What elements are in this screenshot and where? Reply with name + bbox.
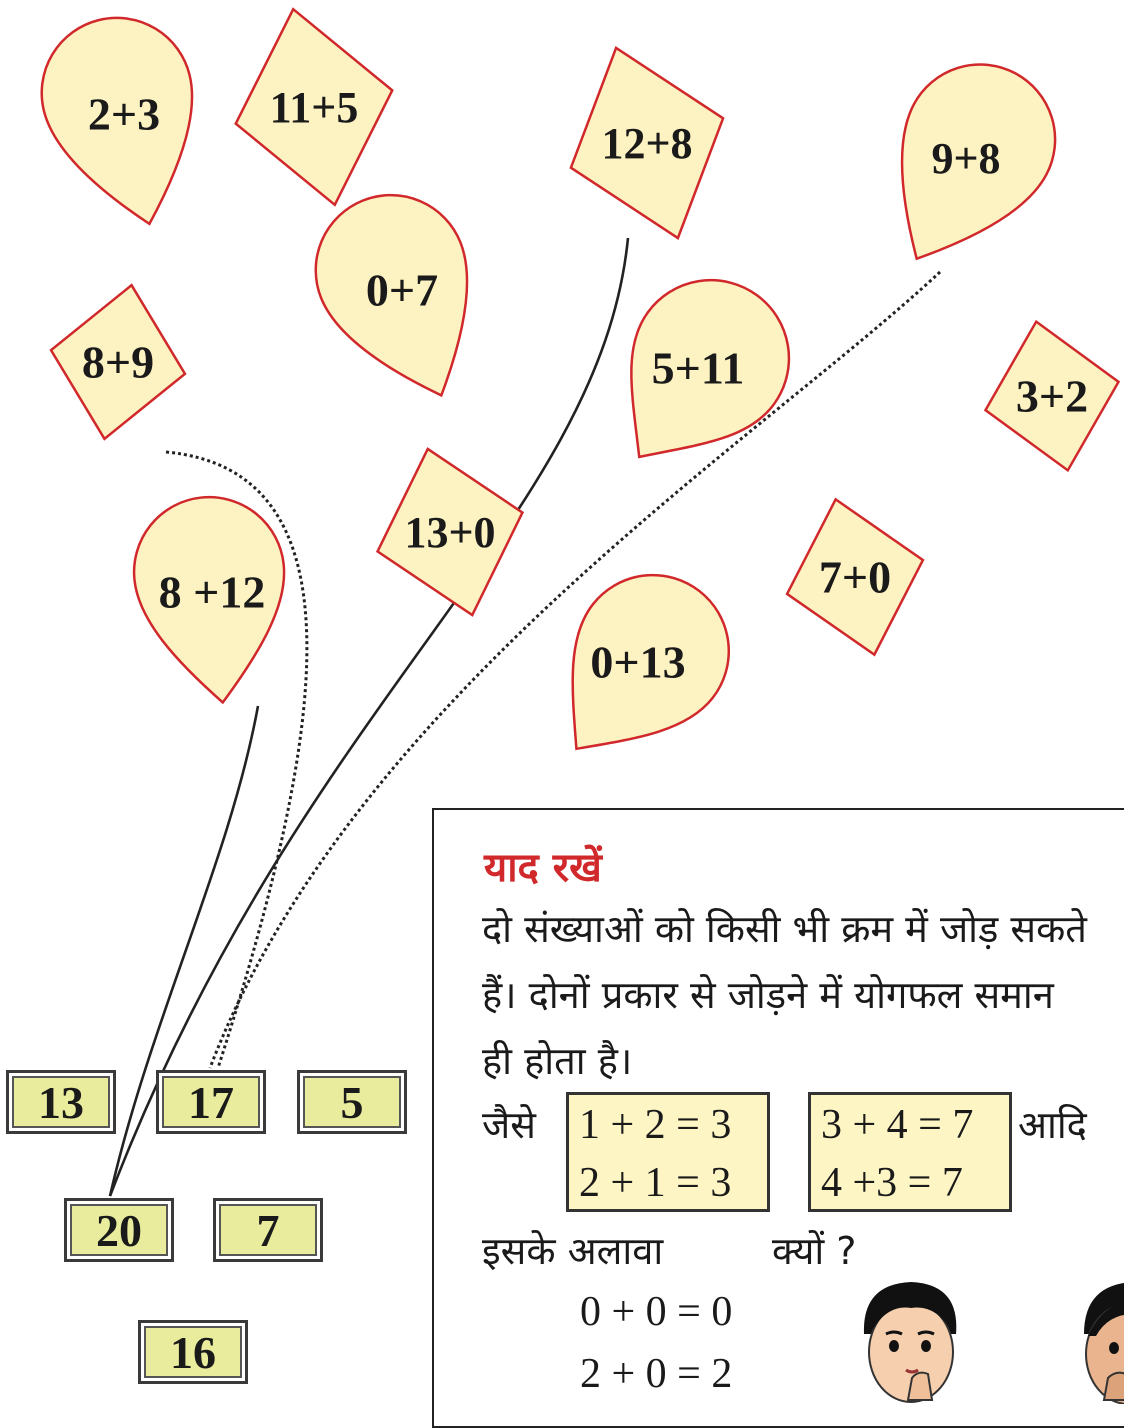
balloon-label: 8 +12 xyxy=(159,567,266,618)
answer-box-20[interactable]: 20 xyxy=(64,1198,174,1262)
kite-7[interactable]: 3+2 xyxy=(970,308,1124,485)
thinking-boy-face-icon xyxy=(856,1274,966,1404)
answer-box-13[interactable]: 13 xyxy=(6,1070,116,1134)
kite-10[interactable]: 7+0 xyxy=(768,482,943,671)
kite-label: 11+5 xyxy=(270,83,359,132)
answer-box-17[interactable]: 17 xyxy=(156,1070,266,1134)
balloon-9[interactable]: 8 +12 xyxy=(127,490,298,711)
balloon-label: 0+13 xyxy=(590,637,685,688)
rule-line-2: हैं। दोनों प्रकार से जोड़ने में योगफल सम… xyxy=(482,968,1054,1020)
balloon-label: 0+7 xyxy=(366,265,438,316)
kite-label: 3+2 xyxy=(1016,371,1088,422)
such-as-label: जैसे xyxy=(482,1098,536,1150)
balloon-0[interactable]: 2+3 xyxy=(26,2,222,242)
answer-box-7[interactable]: 7 xyxy=(213,1198,323,1262)
balloon-label: 2+3 xyxy=(88,89,160,140)
kite-2[interactable]: 12+8 xyxy=(540,23,754,263)
example-box-1: 1 + 2 = 3 2 + 1 = 3 xyxy=(566,1092,770,1212)
shapes-layer: 2+3 11+5 12+8 9+8 0+7 8+9 5+11 3+2 13+0 8 +12 7+0 0… xyxy=(26,0,1124,796)
kite-label: 7+0 xyxy=(819,552,891,603)
zero-equation-1: 0 + 0 = 0 xyxy=(580,1288,732,1336)
zero-equation-2: 2 + 0 = 2 xyxy=(580,1350,732,1398)
example-1-line-1: 1 + 2 = 3 xyxy=(579,1101,731,1149)
balloon-11[interactable]: 0+13 xyxy=(517,544,760,795)
example-2-line-2: 4 +3 = 7 xyxy=(821,1159,963,1207)
remember-title: याद रखें xyxy=(484,838,602,893)
etc-label: आदि xyxy=(1018,1098,1087,1150)
balloon-label: 5+11 xyxy=(652,343,745,394)
example-box-2: 3 + 4 = 7 4 +3 = 7 xyxy=(808,1092,1012,1212)
balloon-3[interactable]: 9+8 xyxy=(850,38,1081,294)
thinking-girl-face-icon xyxy=(1074,1274,1124,1404)
kite-8[interactable]: 13+0 xyxy=(355,430,544,635)
answer-box-5[interactable]: 5 xyxy=(297,1070,407,1134)
rule-line-3: ही होता है। xyxy=(482,1034,632,1086)
kite-5[interactable]: 8+9 xyxy=(37,273,198,450)
kite-label: 12+8 xyxy=(601,119,692,168)
rule-line-1: दो संख्याओं को किसी भी क्रम में जोड़ सकत… xyxy=(482,902,1087,954)
balloon-4[interactable]: 0+7 xyxy=(293,173,511,424)
kite-label: 8+9 xyxy=(82,337,154,388)
balloon-6[interactable]: 5+11 xyxy=(576,249,820,502)
answer-box-16[interactable]: 16 xyxy=(138,1320,248,1384)
balloon-label: 9+8 xyxy=(931,134,1000,183)
besides-label: इसके अलावा xyxy=(482,1224,663,1276)
kite-label: 13+0 xyxy=(404,508,495,557)
kite-1[interactable]: 11+5 xyxy=(215,0,413,221)
example-1-line-2: 2 + 1 = 3 xyxy=(579,1159,731,1207)
remember-box: याद रखें दो संख्याओं को किसी भी क्रम में… xyxy=(432,808,1124,1428)
why-label: क्यों ? xyxy=(772,1224,856,1276)
example-2-line-1: 3 + 4 = 7 xyxy=(821,1101,973,1149)
